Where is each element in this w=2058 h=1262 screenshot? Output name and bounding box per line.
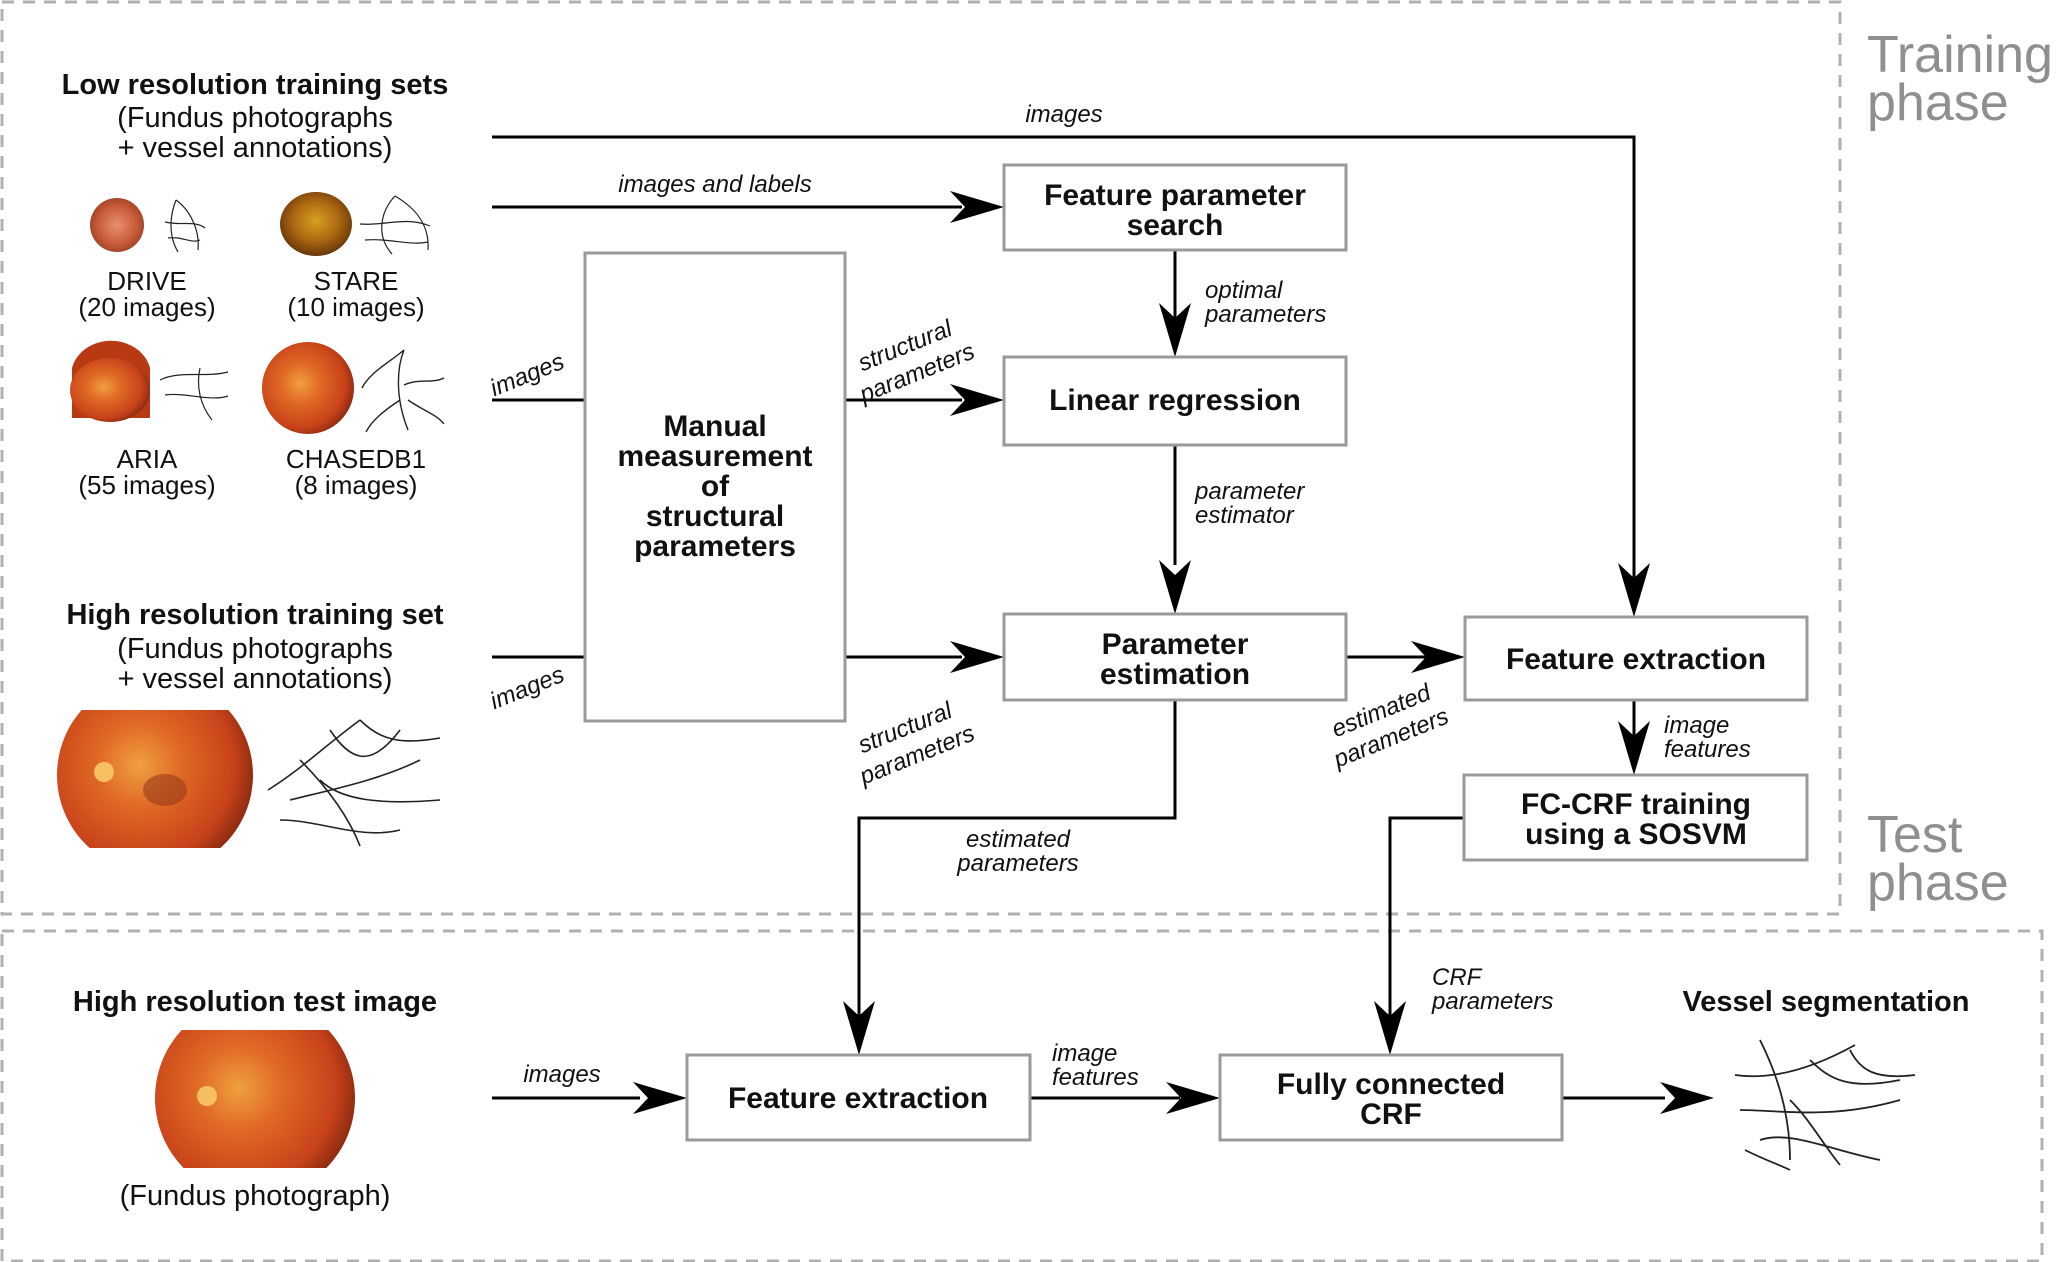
- fully-connected-crf-box: [1218, 1053, 1564, 1142]
- feature-extraction-train-box: [1463, 615, 1809, 702]
- label-optimal-b: parameters: [1204, 301, 1326, 328]
- edge-images-top-line: [492, 135, 1636, 590]
- aria-thumbnails: [70, 340, 229, 422]
- arrowhead-structural-1: [950, 384, 1004, 416]
- manual-line5: parameters: [634, 530, 796, 563]
- arrowhead-estimated-2: [843, 1001, 875, 1055]
- arrowhead-crf-params: [1374, 1001, 1406, 1055]
- training-phase-region: [0, 0, 1842, 916]
- feature-parameter-search-box: [1002, 163, 1348, 252]
- test-caption: (Fundus photograph): [120, 1180, 391, 1212]
- low-res-sub1: (Fundus photographs: [117, 102, 393, 134]
- aria-count: (55 images): [78, 470, 215, 500]
- drive-name: DRIVE: [107, 266, 186, 296]
- stare-count: (10 images): [287, 292, 424, 322]
- arrowhead-image-features-1: [1618, 721, 1650, 775]
- manual-line1: Manual: [663, 410, 766, 443]
- param-estimation-line2: estimation: [1100, 658, 1250, 691]
- label-images-and-labels: images and labels: [618, 171, 811, 198]
- fully-connected-line2: CRF: [1360, 1098, 1422, 1131]
- manual-line2: measurement: [617, 440, 812, 473]
- label-estimator-b: estimator: [1195, 502, 1295, 529]
- arrowhead-optimal: [1159, 303, 1191, 357]
- high-res-title: High resolution training set: [66, 599, 443, 631]
- linear-regression-box: [1002, 355, 1348, 447]
- test-fundus-image: [155, 1030, 355, 1168]
- edge-estimated-2-line: [857, 700, 1177, 1020]
- feature-extraction-test-label: Feature extraction: [728, 1082, 988, 1115]
- label-image-features-2b: features: [1052, 1064, 1139, 1091]
- stare-name: STARE: [314, 266, 399, 296]
- arrowhead-estimated-1: [1411, 641, 1465, 673]
- arrowhead-image-features-2: [1166, 1082, 1220, 1114]
- manual-line3: of: [701, 470, 730, 503]
- label-crf-params-b: parameters: [1431, 988, 1553, 1015]
- test-phase-region: [0, 929, 2044, 1262]
- label-estimator-a: parameter: [1194, 478, 1305, 505]
- vessel-segmentation-title: Vessel segmentation: [1683, 986, 1970, 1018]
- label-images-test: images: [523, 1061, 600, 1088]
- arrowhead-estimator: [1159, 560, 1191, 614]
- label-image-features-2a: image: [1052, 1040, 1117, 1067]
- low-res-sub2: + vessel annotations): [118, 132, 393, 164]
- manual-line4: structural: [646, 500, 784, 533]
- feature-search-line2: search: [1127, 209, 1224, 242]
- label-estimated-2a: estimated: [966, 826, 1071, 853]
- high-res-annotation-image: [267, 719, 441, 847]
- chasedb1-name: CHASEDB1: [286, 444, 426, 474]
- high-res-sub1: (Fundus photographs: [117, 633, 393, 665]
- label-image-features-1a: image: [1664, 712, 1729, 739]
- drive-count: (20 images): [78, 292, 215, 322]
- edge-crf-params-line: [1388, 816, 1464, 1020]
- arrowhead-images-test: [633, 1082, 687, 1114]
- vessel-segmentation-image: [1734, 1039, 1916, 1171]
- label-estimated-2b: parameters: [956, 850, 1078, 877]
- manual-measurement-box: [583, 251, 847, 723]
- parameter-estimation-box: [1002, 612, 1348, 702]
- low-res-title: Low resolution training sets: [62, 69, 449, 101]
- test-title: High resolution test image: [73, 986, 437, 1018]
- label-optimal-a: optimal: [1205, 277, 1283, 304]
- linear-regression-label: Linear regression: [1049, 384, 1301, 417]
- feature-extraction-test-box: [685, 1053, 1032, 1142]
- aria-name: ARIA: [117, 444, 178, 474]
- param-estimation-line1: Parameter: [1102, 628, 1249, 661]
- chasedb1-count: (8 images): [295, 470, 418, 500]
- label-images-high: images: [486, 661, 568, 715]
- label-images-top: images: [1025, 101, 1102, 128]
- chasedb1-thumbnails: [262, 342, 445, 434]
- drive-thumbnails: [90, 198, 206, 253]
- label-crf-params-a: CRF: [1432, 964, 1483, 991]
- fccrf-line2: using a SOSVM: [1525, 818, 1747, 851]
- arrowhead-images-top: [1618, 563, 1650, 617]
- fccrf-line1: FC-CRF training: [1521, 788, 1751, 821]
- fccrf-training-box: [1462, 773, 1809, 862]
- arrowhead-images-labels: [950, 191, 1004, 223]
- feature-extraction-train-label: Feature extraction: [1506, 643, 1766, 676]
- stare-thumbnails: [280, 192, 431, 256]
- high-res-fundus-image: [57, 710, 253, 848]
- high-res-sub2: + vessel annotations): [118, 663, 393, 695]
- label-image-features-1b: features: [1664, 736, 1751, 763]
- arrowhead-output: [1660, 1082, 1714, 1114]
- label-images-low: images: [486, 348, 568, 402]
- fully-connected-line1: Fully connected: [1277, 1068, 1505, 1101]
- arrowhead-structural-2: [950, 641, 1004, 673]
- feature-search-line1: Feature parameter: [1044, 179, 1306, 212]
